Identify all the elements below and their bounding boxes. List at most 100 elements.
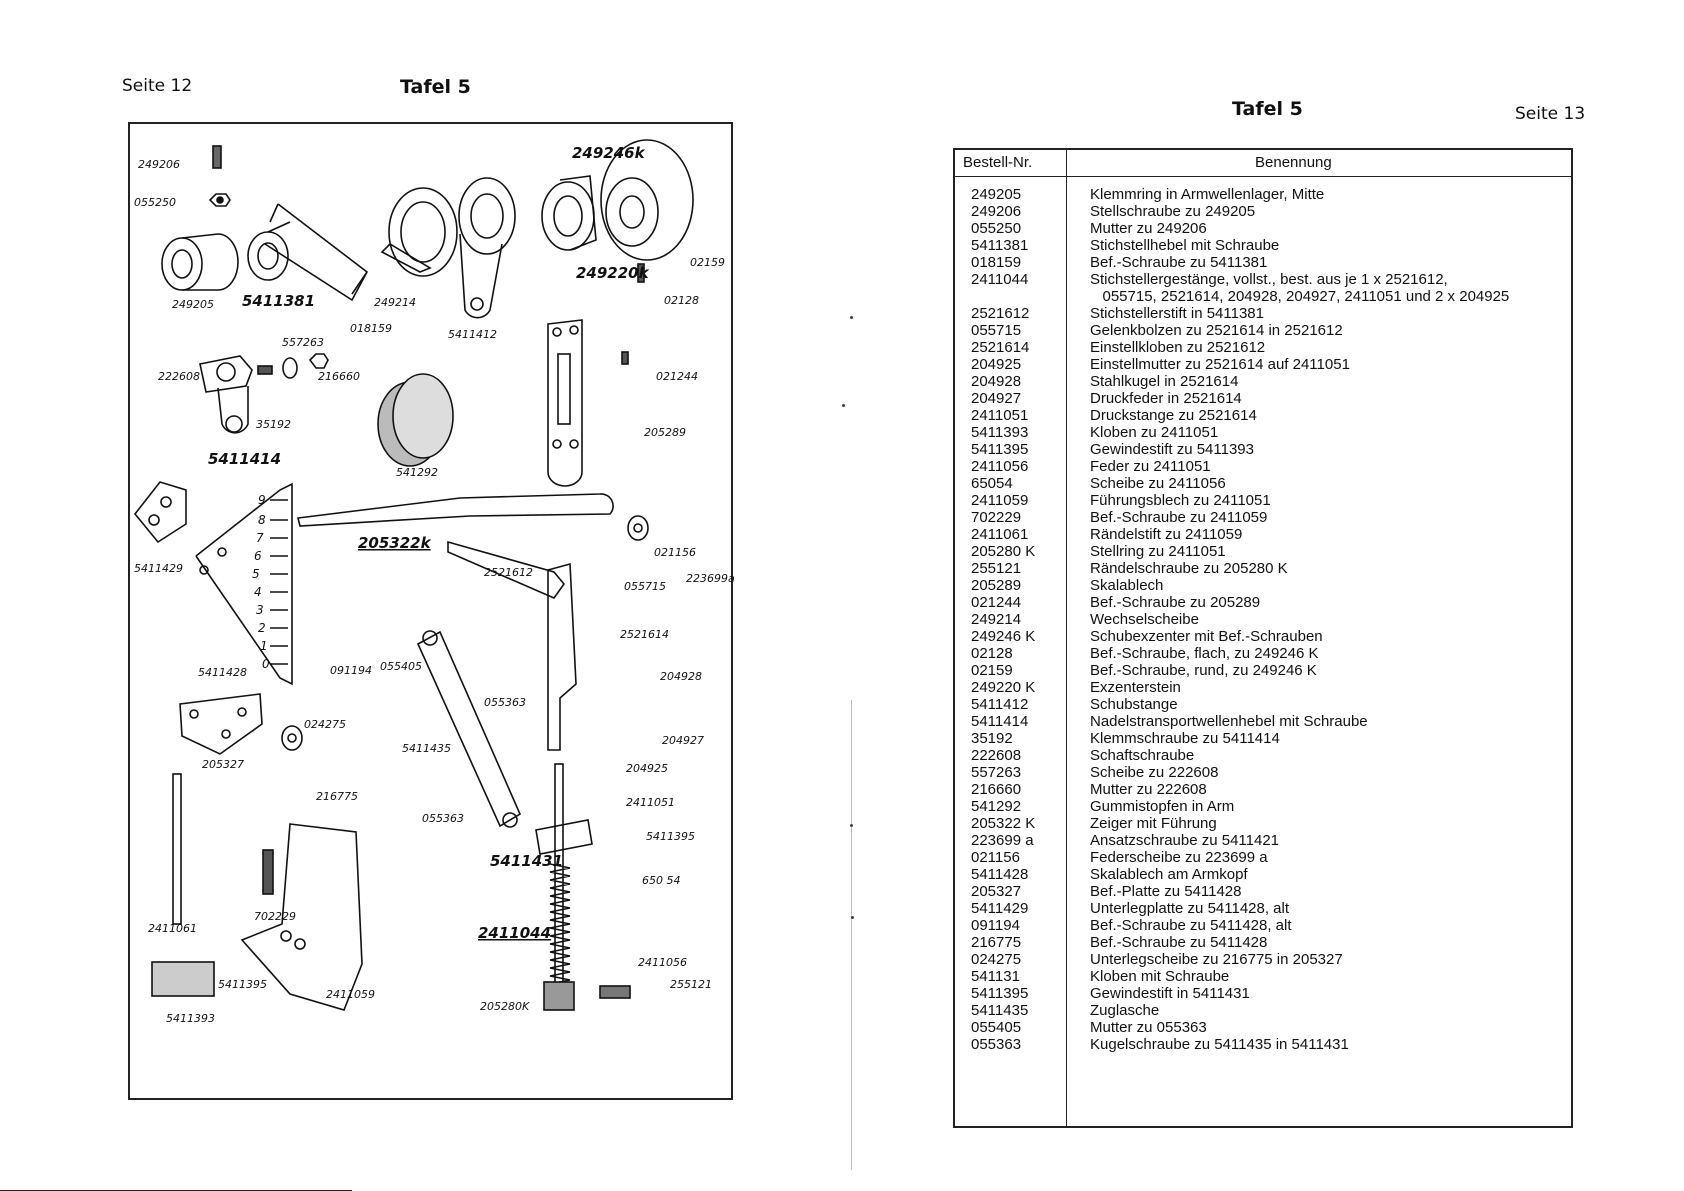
label-205327: 205327: [202, 758, 244, 771]
order-number-cell: 5411429: [971, 900, 1029, 917]
order-number-cell: 216775: [971, 934, 1022, 951]
label-216660: 216660: [318, 370, 360, 383]
scale-digit: 9: [258, 493, 266, 507]
scan-speck: [850, 824, 853, 827]
order-number-cell: 222608: [971, 747, 1022, 764]
description-cell: Gewindestift zu 5411393: [1090, 441, 1254, 458]
label-021244: 021244: [656, 370, 698, 383]
scan-speck: [850, 316, 853, 319]
description-cell: Schubstange: [1090, 696, 1178, 713]
label-249214: 249214: [374, 296, 416, 309]
link-5411435-shape: [416, 630, 522, 828]
description-cell: Bef.-Schraube, rund, zu 249246 K: [1090, 662, 1317, 679]
order-number-cell: 5411393: [971, 424, 1029, 441]
table-header: Bestell-Nr. Benennung: [955, 150, 1571, 177]
order-number-cell: 021156: [971, 849, 1020, 866]
order-number-cell: 055250: [971, 220, 1022, 237]
label-204927: 204927: [662, 734, 704, 747]
washer-021156-shape: [627, 515, 649, 541]
order-number-cell: 2411061: [971, 526, 1029, 543]
scale-digit: 1: [260, 639, 268, 653]
label-5411428: 5411428: [198, 666, 247, 679]
order-number-cell: 055715: [971, 322, 1022, 339]
description-cell: Zeiger mit Führung: [1090, 815, 1217, 832]
scaleplate-205289-shape: [547, 319, 583, 487]
label-65054: 650 54: [642, 874, 681, 887]
disc-249214-shape: [388, 187, 458, 277]
table-row: 5411393 Kloben zu 2411051: [955, 424, 1571, 441]
order-number-cell: 702229: [971, 509, 1022, 526]
label-021156: 021156: [654, 546, 696, 559]
label-249205: 249205: [172, 298, 214, 311]
order-number-cell: 5411435: [971, 1002, 1029, 1019]
label-249220k: 249220k: [576, 264, 650, 282]
description-cell: 055715, 2521614, 204928, 204927, 2411051…: [1090, 288, 1510, 305]
description-cell: Mutter zu 055363: [1090, 1019, 1207, 1036]
description-cell: Bef.-Schraube zu 205289: [1090, 594, 1261, 611]
label-2521614: 2521614: [620, 628, 669, 641]
description-cell: Stellring zu 2411051: [1090, 543, 1226, 560]
pointer-205322k-shape: [297, 493, 614, 527]
order-number-cell: 5411395: [971, 441, 1029, 458]
right-plate-title: Tafel 5: [1232, 98, 1303, 120]
label-5411412: 5411412: [448, 328, 497, 341]
diagram-drawing: 9 8 7 6 5 4 3 2 1 0 249206 055250 249246…: [133, 139, 735, 1025]
order-number-cell: 557263: [971, 764, 1022, 781]
label-702229: 702229: [254, 910, 296, 923]
exploded-parts-diagram: 9 8 7 6 5 4 3 2 1 0 249206 055250 249246…: [128, 122, 735, 1100]
scale-numbers: 9 8 7 6 5 4 3 2 1 0: [252, 493, 270, 671]
label-055363-upper: 055363: [484, 696, 526, 709]
label-35192: 35192: [256, 418, 291, 431]
label-2411056: 2411056: [638, 956, 687, 969]
order-number-cell: 2521614: [971, 339, 1030, 356]
order-number-cell: 35192: [971, 730, 1013, 747]
description-cell: Kloben zu 2411051: [1090, 424, 1219, 441]
order-number-cell: 2411059: [971, 492, 1029, 509]
description-cell: Bef.-Schraube, flach, zu 249246 K: [1090, 645, 1319, 662]
bracket-5411431-shape: [535, 819, 593, 855]
order-number-cell: 5411381: [971, 237, 1029, 254]
description-cell: Schubexzenter mit Bef.-Schrauben: [1090, 628, 1323, 645]
description-cell: Bef.-Schraube zu 5411381: [1090, 254, 1268, 271]
label-5411395-upper: 5411395: [646, 830, 695, 843]
order-number-cell: 249246 K: [971, 628, 1036, 645]
order-number-cell: 65054: [971, 475, 1013, 492]
label-2411059: 2411059: [326, 988, 375, 1001]
order-number-cell: 5411428: [971, 866, 1029, 883]
order-number-cell: 2521612: [971, 305, 1030, 322]
description-cell: Kugelschraube zu 5411435 in 5411431: [1090, 1036, 1349, 1053]
cam-249246k-shape: [600, 139, 694, 261]
table-row: 5411412 Schubstange: [955, 696, 1571, 713]
description-cell: Stichstellerstift in 5411381: [1090, 305, 1264, 322]
order-number-cell: 249206: [971, 203, 1022, 220]
knurl-205280k-shape: [543, 981, 575, 1011]
description-cell: Mutter zu 222608: [1090, 781, 1207, 798]
order-number-cell: 5411412: [971, 696, 1029, 713]
label-249246k: 249246k: [572, 144, 646, 162]
